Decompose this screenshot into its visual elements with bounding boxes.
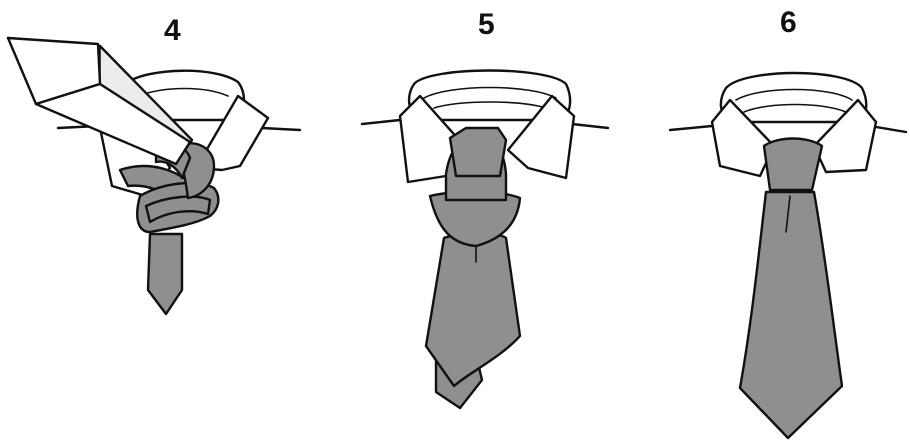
step-6-tie <box>740 139 842 439</box>
